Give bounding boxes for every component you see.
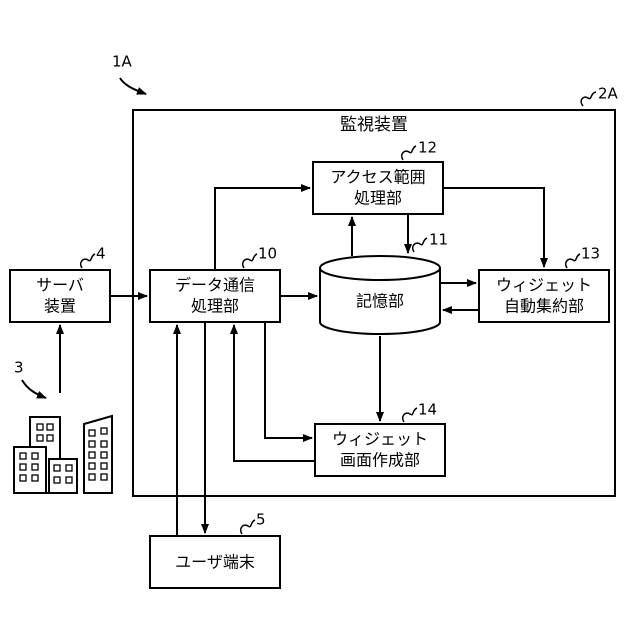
server-ref-label: 4 xyxy=(96,245,106,263)
monitoring-device-title: 監視装置 xyxy=(340,115,408,135)
server-device-line2: 装置 xyxy=(44,297,76,316)
access-range-line2: 処理部 xyxy=(354,189,402,208)
widget-aggregation-line2: 自動集約部 xyxy=(504,297,584,316)
widget-agg-ref-label: 13 xyxy=(581,245,600,263)
storage-node: 記憶部 xyxy=(320,256,440,334)
widget-screen-ref-label: 14 xyxy=(418,401,437,419)
widget-screen-node: ウィジェット 画面作成部 xyxy=(315,424,445,476)
access-ref-label: 12 xyxy=(418,139,437,157)
data-comm-line1: データ通信 xyxy=(175,276,255,295)
buildings-ref-label: 3 xyxy=(14,359,24,377)
widget-screen-line2: 画面作成部 xyxy=(340,451,420,470)
data-comm-line2: 処理部 xyxy=(191,297,239,316)
server-ref-leader xyxy=(81,254,95,268)
user-terminal-ref-leader xyxy=(241,520,255,534)
data-comm-node: データ通信 処理部 xyxy=(150,270,280,322)
user-terminal-node: ユーザ端末 xyxy=(150,536,280,588)
access-range-node: アクセス範囲 処理部 xyxy=(313,162,443,214)
server-device-line1: サーバ xyxy=(36,276,84,295)
buildings-icon xyxy=(14,416,112,493)
user-terminal-label: ユーザ端末 xyxy=(175,553,255,572)
system-ref-label: 1A xyxy=(112,53,133,71)
widget-aggregation-line1: ウィジェット xyxy=(496,276,592,295)
widget-aggregation-node: ウィジェット 自動集約部 xyxy=(479,270,609,322)
system-ref-arrow xyxy=(120,78,146,94)
data-comm-ref-label: 10 xyxy=(258,245,277,263)
buildings-ref-arrow xyxy=(22,380,46,398)
access-range-line1: アクセス範囲 xyxy=(330,168,425,187)
monitor-ref-leader xyxy=(581,92,596,106)
storage-label: 記憶部 xyxy=(356,292,404,311)
monitor-ref-label: 2A xyxy=(598,85,619,103)
storage-ref-label: 11 xyxy=(429,231,448,249)
user-terminal-ref-label: 5 xyxy=(256,511,266,529)
server-device-node: サーバ 装置 xyxy=(10,270,110,322)
widget-screen-line1: ウィジェット xyxy=(332,430,428,449)
